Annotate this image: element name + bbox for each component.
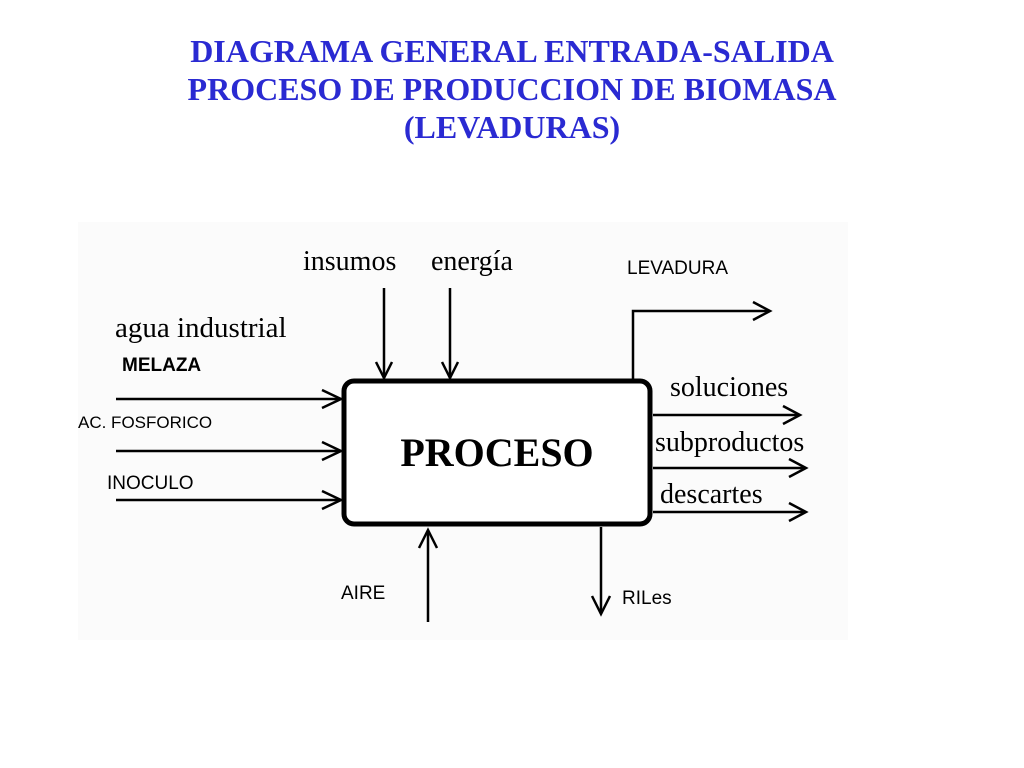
input-label-agua-industrial: agua industrial <box>115 312 287 344</box>
arrowhead-inoculo <box>321 489 344 511</box>
arrowhead-melaza <box>321 388 344 410</box>
input-label-ac-fosforico: AC. FOSFORICO <box>78 413 212 432</box>
arrowhead-aire <box>417 527 439 549</box>
diagram-title: DIAGRAMA GENERAL ENTRADA-SALIDA PROCESO … <box>0 32 1024 146</box>
title-line-1: DIAGRAMA GENERAL ENTRADA-SALIDA <box>190 33 834 69</box>
input-label-aire: AIRE <box>341 583 385 604</box>
input-label-insumos: insumos <box>303 246 396 277</box>
output-label-levadura: LEVADURA <box>627 258 728 279</box>
arrowhead-insumos <box>374 361 394 381</box>
arrowhead-energia <box>440 361 460 381</box>
title-line-2: PROCESO DE PRODUCCION DE BIOMASA <box>187 71 837 107</box>
process-box <box>341 378 653 527</box>
arrowhead-levadura <box>752 300 773 322</box>
input-label-energia: energía <box>431 246 513 277</box>
title-line-3: (LEVADURAS) <box>403 109 621 145</box>
arrowhead-riles <box>590 595 612 617</box>
process-label: PROCESO <box>400 430 593 475</box>
arrowhead-soluciones <box>782 404 803 426</box>
output-label-soluciones: soluciones <box>670 372 788 403</box>
arrowhead-ac-fosforico <box>321 440 344 462</box>
arrow-levadura <box>631 309 770 381</box>
input-label-inoculo: INOCULO <box>107 473 194 494</box>
arrowhead-subproductos <box>788 457 809 479</box>
input-label-melaza: MELAZA <box>122 355 201 376</box>
output-label-descartes: descartes <box>660 479 763 510</box>
output-label-subproductos: subproductos <box>655 427 804 458</box>
output-label-riles: RILes <box>622 588 672 609</box>
arrowhead-descartes <box>788 501 809 523</box>
